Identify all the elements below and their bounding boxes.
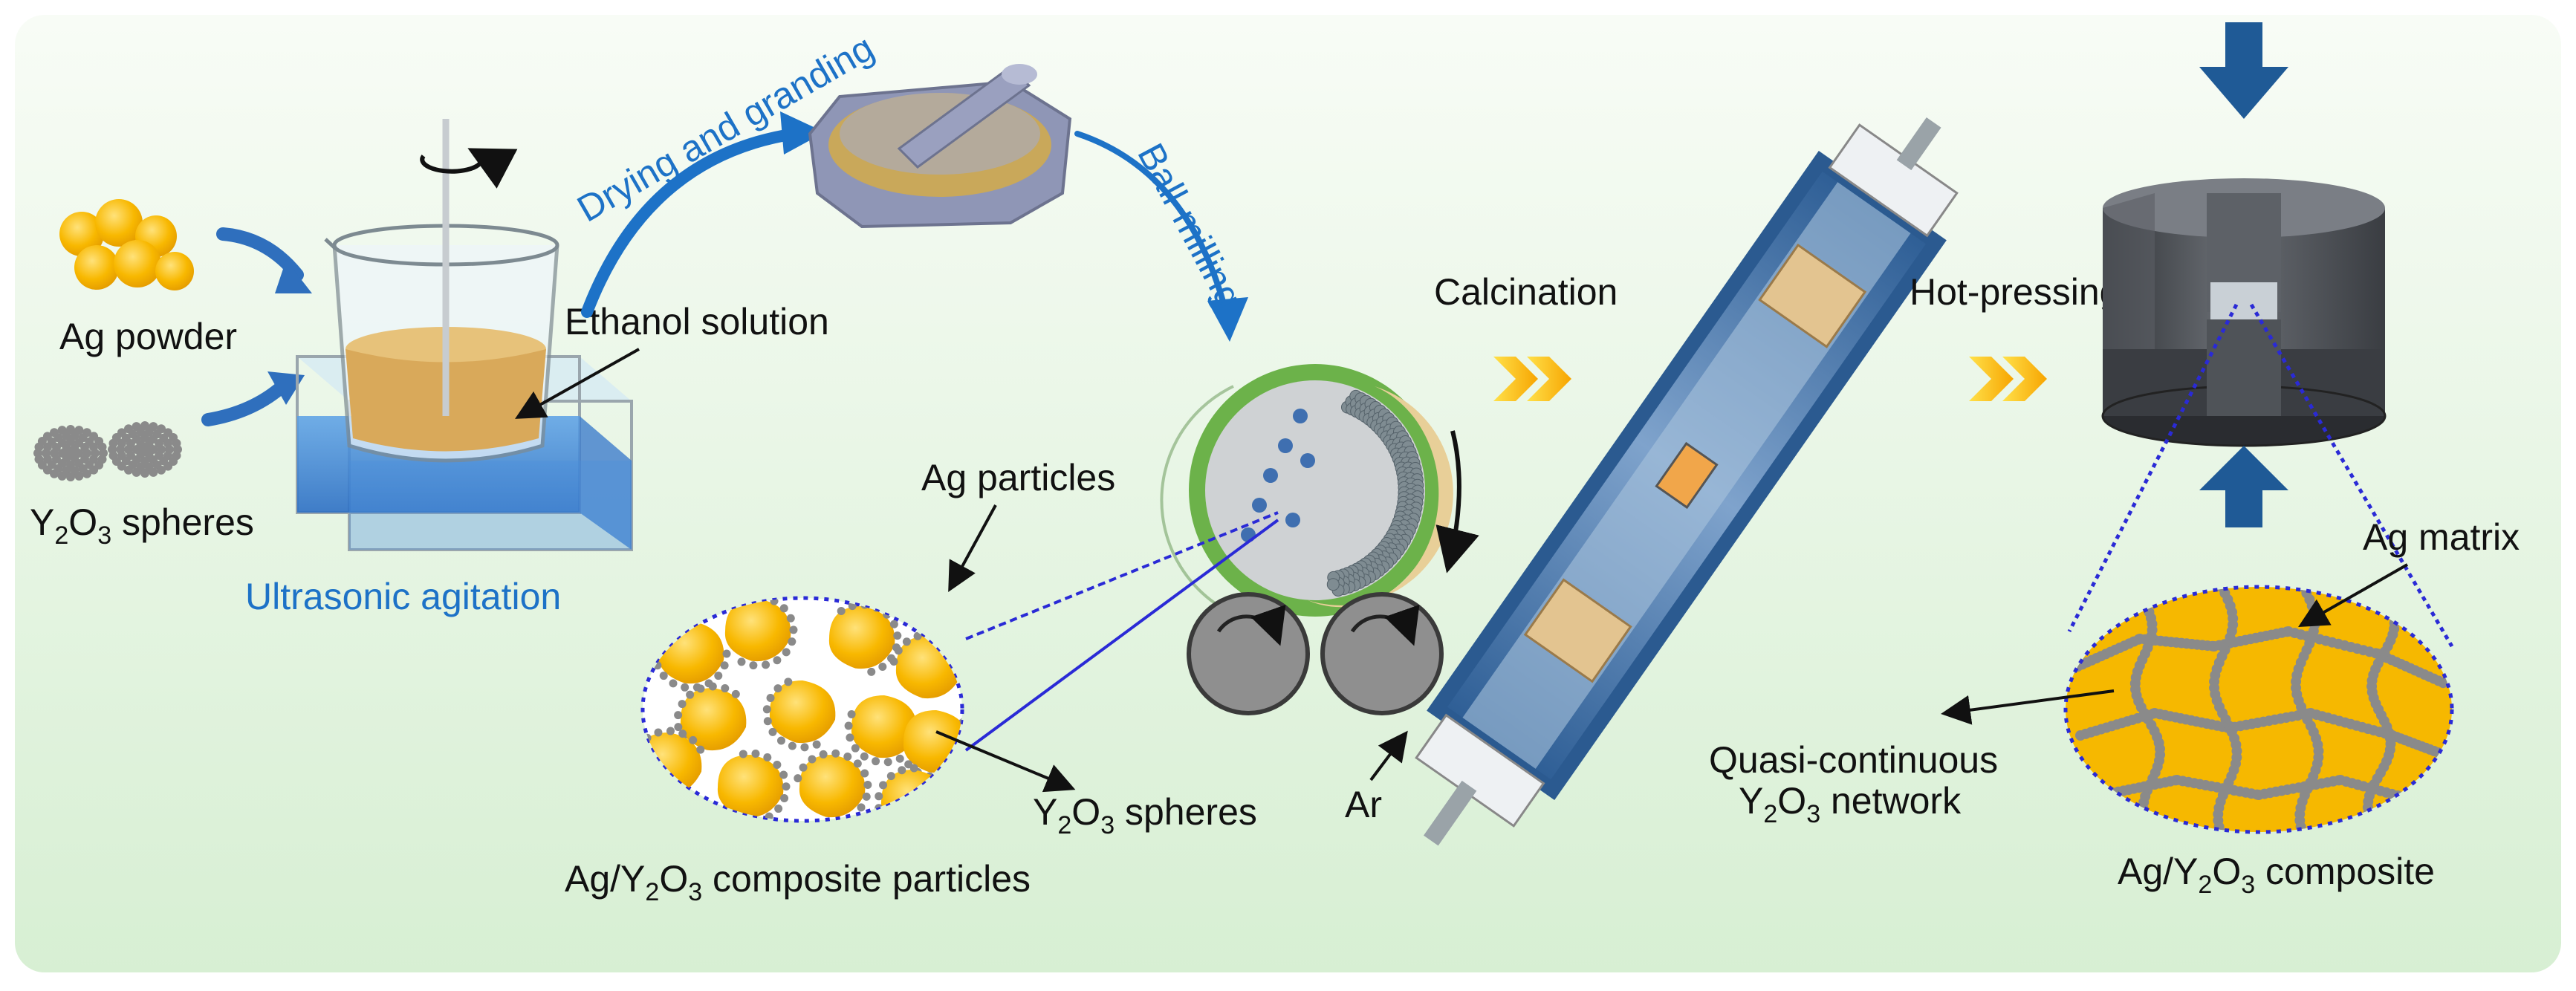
y2o3-network-label: Y2O3 network (1739, 780, 1962, 828)
ethanol-pointer (515, 348, 640, 419)
y2o3-spheres-icon (33, 421, 182, 481)
mortar-and-pestle (808, 64, 1072, 229)
ethanol-solution-label: Ethanol solution (565, 301, 829, 342)
milling-media (1241, 386, 1453, 608)
drying-arrow (581, 128, 801, 318)
y2o3-spheres-mid-label: Y2O3 spheres (1033, 791, 1257, 839)
ar-label: Ar (1345, 784, 1382, 825)
beaker (324, 224, 559, 463)
composite-label: Ag/Y2O3 composite (2118, 851, 2435, 899)
rotation-arrow-icon (420, 148, 518, 189)
ar-inlet-pointer (1369, 730, 1408, 782)
zoom-line-right (2249, 303, 2454, 648)
y2o3-network (2068, 587, 2452, 832)
hot-pressing-chevrons-icon (1969, 357, 2047, 401)
drying-arrow-head (780, 111, 825, 155)
roller-right (1320, 592, 1444, 715)
ag-powder-label: Ag powder (59, 316, 237, 357)
feed-arrow-y2o3 (201, 380, 289, 426)
ball-milling-arrow-head (1207, 297, 1248, 342)
y2o3-spheres-pointer (935, 730, 1076, 793)
hot-press-die (2101, 178, 2387, 447)
zoom-line-lower (964, 519, 1279, 752)
composite-particles-label: Ag/Y2O3 composite particles (565, 858, 1031, 906)
network-pointer (1941, 689, 2115, 725)
calcination-chevrons-icon (1493, 357, 1571, 401)
jar-rotation-arrow-icon (1435, 430, 1479, 574)
quasi-continuous-label: Quasi-continuous (1709, 739, 1998, 781)
ag-matrix-pointer (2298, 563, 2408, 627)
ag-matrix-label: Ag matrix (2363, 516, 2520, 558)
composite-zoom-outline (2063, 585, 2454, 834)
feed-arrow-ag-head (275, 260, 312, 293)
press-force-arrow-top-icon (2199, 22, 2288, 119)
roller-left (1187, 592, 1310, 715)
y2o3-spheres-left-label: Y2O3 spheres (30, 501, 254, 550)
hot-pressing-label: Hot-pressing (1910, 271, 2120, 313)
ag-particles-pointer (948, 504, 997, 593)
zoom-line-left (2067, 303, 2239, 633)
press-force-arrow-bottom-icon (2199, 446, 2288, 527)
ultrasonic-agitation-label: Ultrasonic agitation (245, 576, 561, 617)
ball-milling-arrow (1074, 131, 1229, 315)
ag-particles-label: Ag particles (921, 457, 1115, 498)
ag-powder-icon (59, 199, 194, 290)
calcination-label: Calcination (1434, 271, 1618, 313)
zoom-line-upper (965, 511, 1279, 640)
feed-arrow-y2o3-head (267, 371, 305, 405)
tube-furnace (1415, 117, 1959, 846)
